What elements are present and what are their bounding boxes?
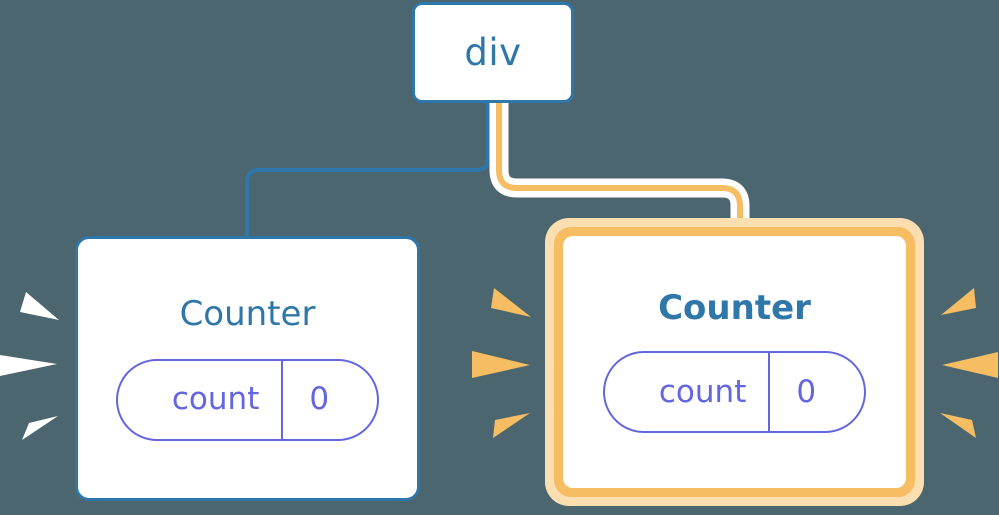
- node-counter-right-label: Counter: [658, 288, 811, 328]
- burst-right-counter-right: [940, 288, 998, 438]
- node-counter-right-highlight-ring: Counter count 0: [545, 218, 924, 506]
- node-counter-right[interactable]: Counter count 0: [563, 236, 906, 488]
- state-value: 0: [281, 360, 377, 439]
- state-pill-counter-right[interactable]: count 0: [602, 351, 867, 433]
- edge-div-to-counter-right-halo: [489, 100, 750, 232]
- node-counter-left-label: Counter: [179, 293, 316, 334]
- node-counter-left[interactable]: Counter count 0: [75, 236, 420, 501]
- node-counter-right-inner-ring: Counter count 0: [554, 227, 915, 497]
- state-pill-counter-left[interactable]: count 0: [115, 358, 380, 441]
- edge-div-to-counter-right: [496, 100, 743, 232]
- burst-right-counter-left: [472, 288, 531, 438]
- state-key: count: [171, 381, 260, 417]
- state-key: count: [658, 373, 747, 410]
- state-value: 0: [768, 353, 864, 431]
- node-div[interactable]: div: [412, 2, 574, 103]
- edge-div-to-counter-left: [245, 100, 490, 240]
- node-div-label: div: [464, 31, 522, 74]
- burst-left-counter-left: [0, 292, 59, 440]
